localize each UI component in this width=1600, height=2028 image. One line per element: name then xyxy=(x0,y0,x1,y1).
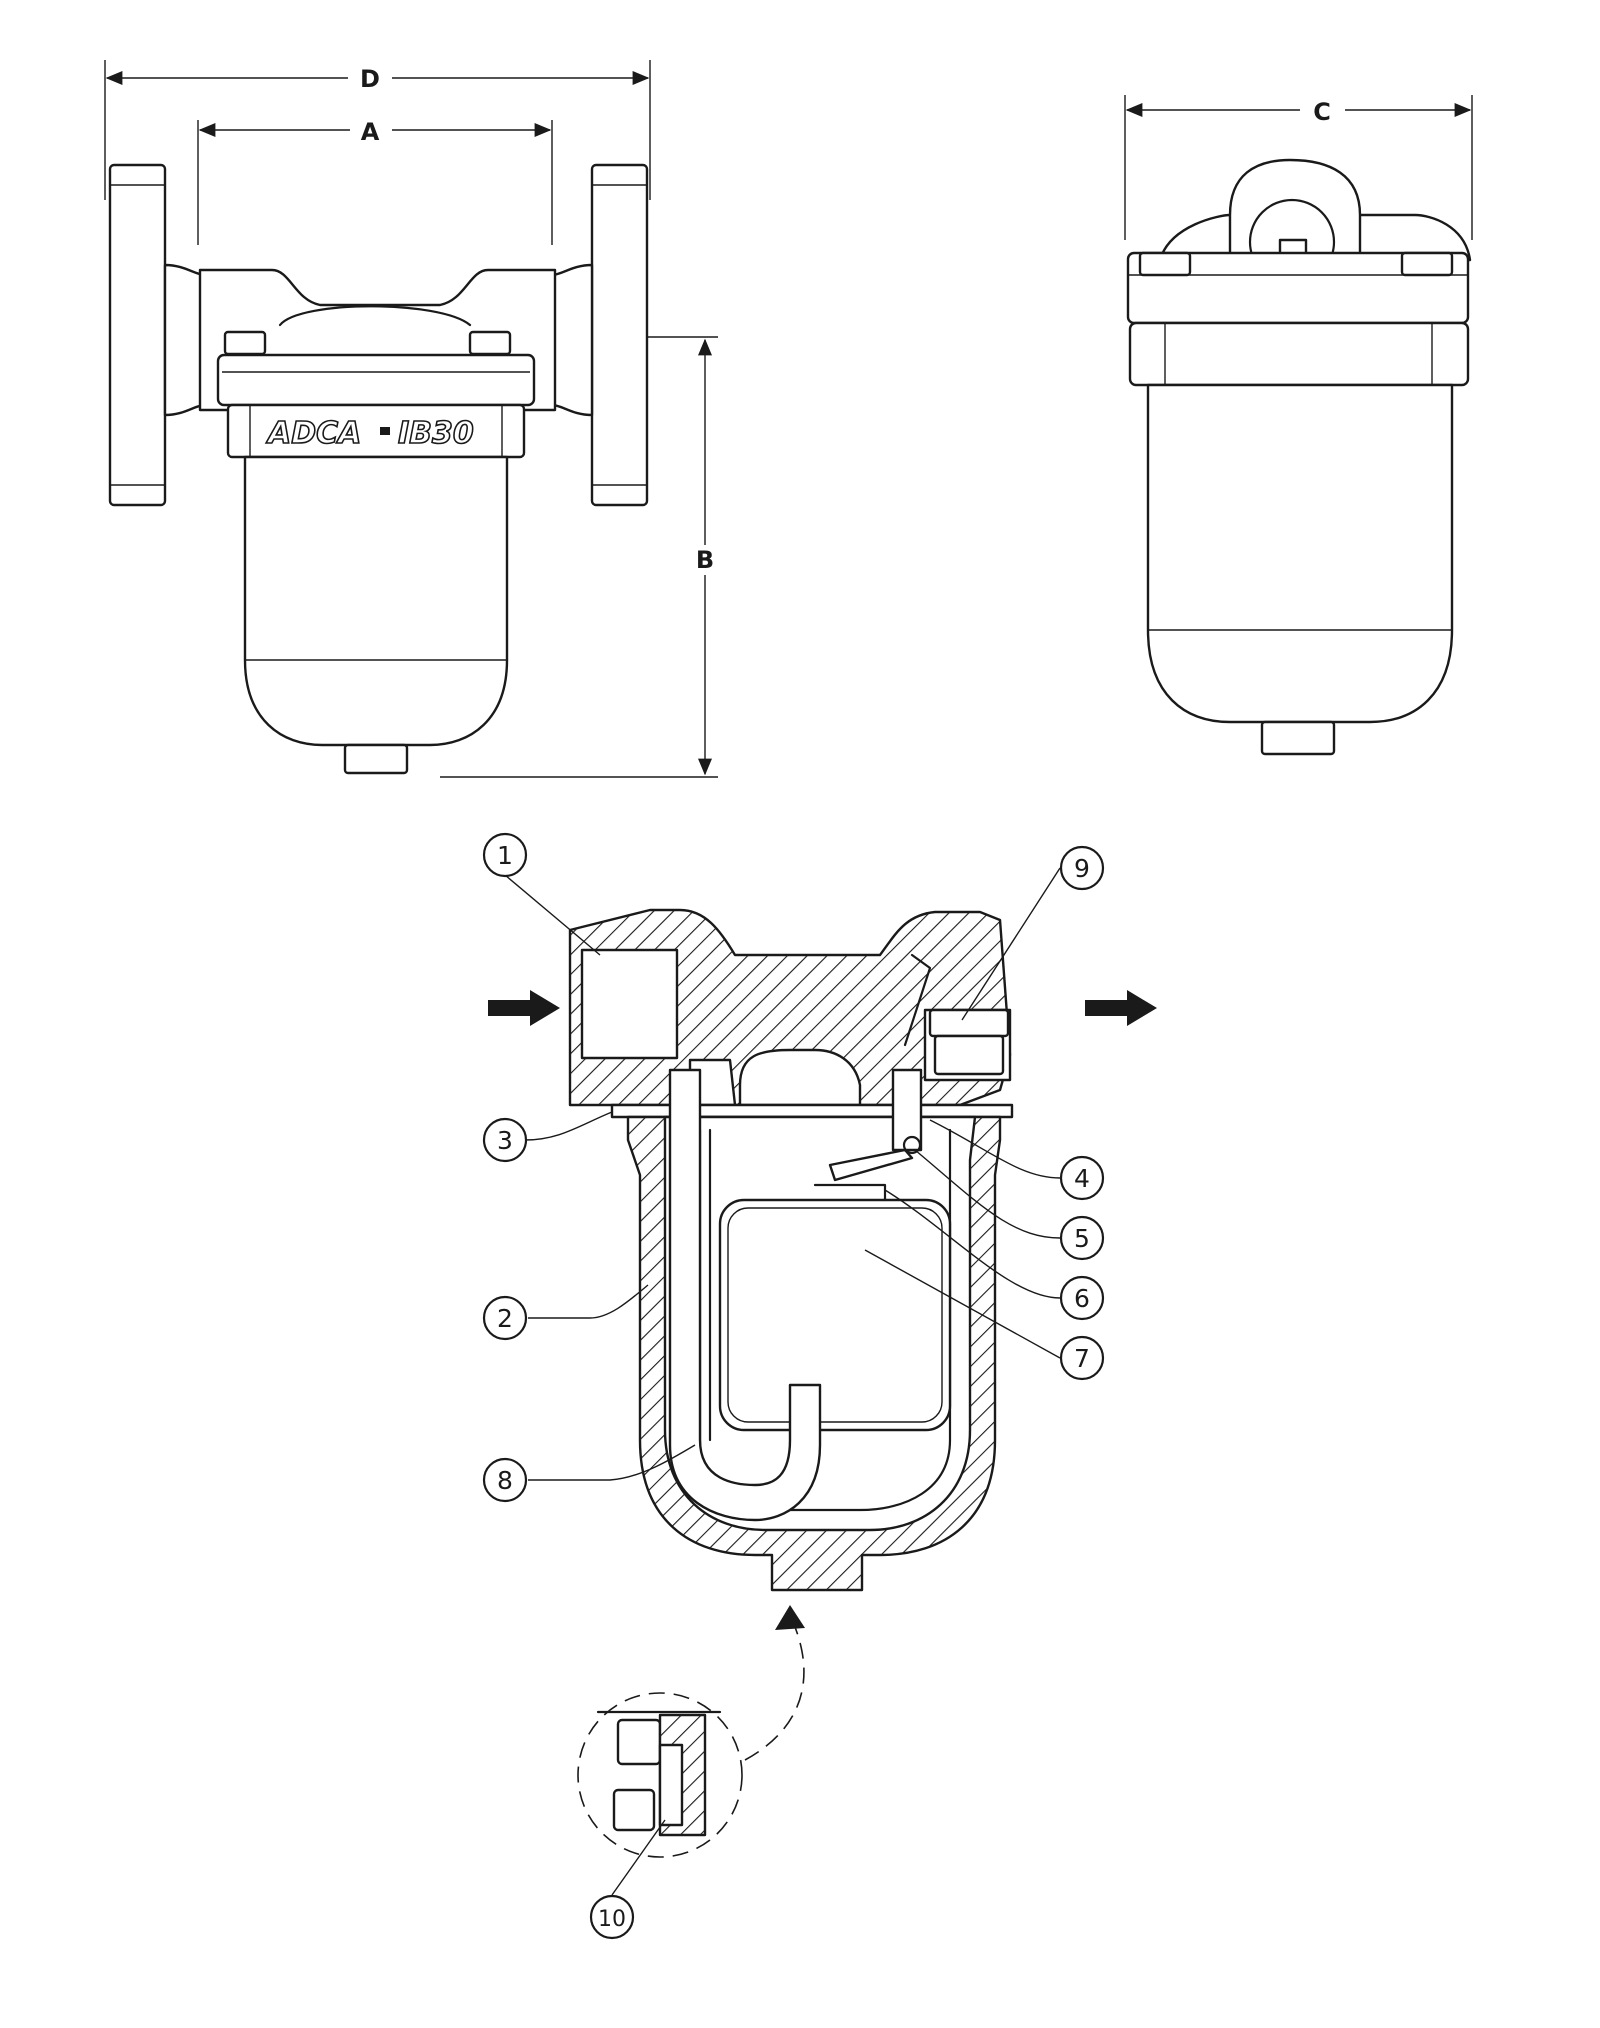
svg-text:8: 8 xyxy=(497,1466,513,1495)
svg-text:3: 3 xyxy=(497,1126,513,1155)
drain-boss xyxy=(343,743,409,775)
svg-text:10: 10 xyxy=(598,1907,626,1932)
side-boss xyxy=(1228,158,1362,257)
callout-5: 5 xyxy=(914,1149,1105,1261)
detail-arrowhead xyxy=(775,1605,805,1630)
dimension-a: A xyxy=(197,118,553,245)
callout-3: 3 xyxy=(482,1111,613,1163)
bucket xyxy=(718,1198,952,1432)
svg-text:2: 2 xyxy=(497,1304,513,1333)
callout-4: 4 xyxy=(929,1119,1105,1201)
callout-1: 1 xyxy=(482,832,601,956)
svg-text:6: 6 xyxy=(1074,1284,1090,1313)
dimension-c-label: C xyxy=(1313,98,1331,126)
inlet-bore xyxy=(580,948,679,1060)
svg-text:9: 9 xyxy=(1074,854,1090,883)
plug-9 xyxy=(928,1008,1010,1038)
brand-logo: ADCA xyxy=(266,416,361,451)
svg-text:5: 5 xyxy=(1074,1224,1090,1253)
outlet-flange xyxy=(590,163,649,507)
callout-6: 6 xyxy=(884,1189,1105,1321)
dimension-a-label: A xyxy=(361,118,380,146)
callout-2: 2 xyxy=(482,1284,649,1341)
dimension-d: D xyxy=(104,60,651,200)
inlet-flange xyxy=(108,163,167,507)
detail-circle xyxy=(577,1692,743,1858)
outlet-flow-arrow xyxy=(1085,990,1157,1026)
front-view: D A B xyxy=(104,60,718,778)
dimension-b-label: B xyxy=(696,546,714,574)
dimension-d-label: D xyxy=(360,65,380,93)
callout-7: 7 xyxy=(864,1249,1105,1381)
side-view: C xyxy=(1124,95,1473,756)
detail-view: 10 xyxy=(577,1605,805,1940)
inlet-flow-arrow xyxy=(488,990,560,1026)
svg-text:1: 1 xyxy=(497,841,513,870)
callout-8: 8 xyxy=(482,1444,696,1503)
cover-flange xyxy=(216,353,536,407)
svg-text:7: 7 xyxy=(1074,1344,1090,1373)
trap-body xyxy=(243,455,509,747)
seat xyxy=(891,1068,923,1152)
model-label: IB30 xyxy=(398,416,474,451)
section-view: 1 9 3 4 5 6 2 xyxy=(482,832,1157,1592)
cover-section xyxy=(568,908,1012,1107)
lever xyxy=(828,1148,914,1182)
svg-text:4: 4 xyxy=(1074,1164,1090,1193)
dimension-c: C xyxy=(1124,95,1473,240)
siphon-tube xyxy=(668,1068,822,1522)
detail-leader xyxy=(744,1614,805,1761)
callout-9: 9 xyxy=(961,845,1105,1021)
callout-10: 10 xyxy=(589,1819,666,1940)
